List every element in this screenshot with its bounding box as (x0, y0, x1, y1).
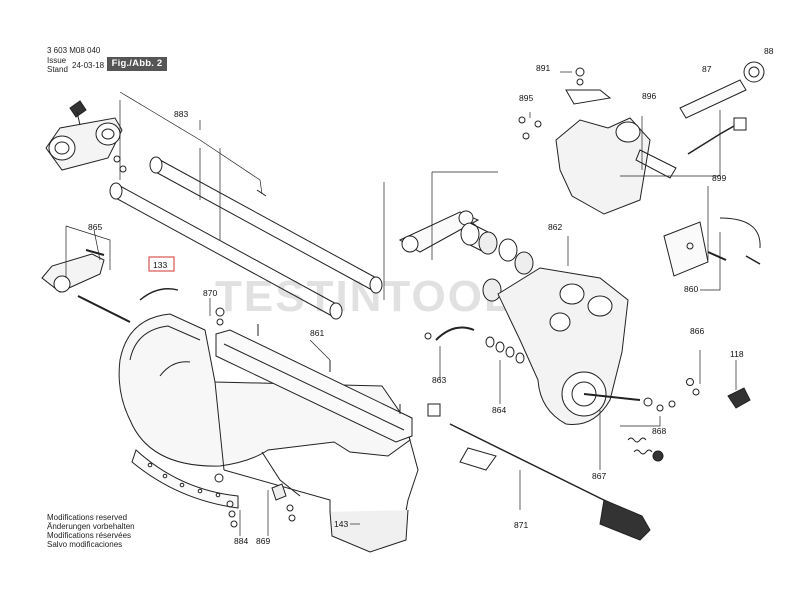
part-number-884: 884 (234, 536, 248, 546)
part-number-870: 870 (203, 288, 217, 298)
cover-strip (139, 288, 179, 301)
part-number-869: 869 (256, 536, 270, 546)
part-number-860: 860 (684, 284, 698, 294)
part-number-133: 133 (153, 260, 167, 270)
footer-line-fr: Modifications réservées (47, 531, 132, 540)
switch-plate (663, 217, 761, 277)
bearing-roller (460, 222, 498, 255)
part-number-883: 883 (174, 109, 188, 119)
slide-carriage (497, 267, 641, 425)
washer (215, 307, 225, 317)
screw-set (686, 378, 700, 396)
highlight-box (148, 256, 175, 272)
bevel-scale (131, 449, 239, 509)
lock-pin (643, 397, 676, 412)
part-number-891: 891 (536, 63, 550, 73)
document-number: 3 603 M08 040 (47, 46, 101, 55)
washer (119, 165, 127, 173)
footer-line-es: Salvo modificaciones (47, 540, 123, 549)
issue-label: Issue (47, 56, 67, 65)
bearing-roller (498, 238, 534, 275)
knob-screw (687, 117, 747, 155)
lever-clamp (41, 249, 131, 323)
washer-stack (485, 336, 525, 364)
part-number-118: 118 (730, 349, 744, 359)
base-housing (118, 313, 419, 553)
part-number-861: 861 (310, 328, 324, 338)
clip-set (271, 483, 296, 522)
slide-rail (215, 324, 413, 443)
part-number-896: 896 (642, 91, 656, 101)
spring-set (627, 437, 664, 462)
knob (214, 473, 224, 483)
screw-set (226, 500, 238, 528)
screw (256, 189, 267, 197)
part-number-87: 87 (702, 64, 712, 74)
issue-date: 24-03-18 (72, 61, 105, 70)
footer-line-en: Modifications reserved (47, 513, 128, 522)
angle-bracket (424, 326, 475, 341)
stand-label: Stand (47, 65, 68, 74)
part-number-868: 868 (652, 426, 666, 436)
adjustment-shaft (427, 403, 651, 541)
bearing-roller (482, 278, 502, 302)
handle-tube (679, 61, 765, 119)
part-number-865: 865 (88, 222, 102, 232)
part-number-895: 895 (519, 93, 533, 103)
washer (216, 318, 224, 326)
part-number-867: 867 (592, 471, 606, 481)
footer-notes: Modifications reserved Änderungen vorbeh… (47, 513, 135, 549)
clamp-bracket (45, 100, 123, 171)
part-number-143: 143 (334, 519, 348, 529)
guide-rail (149, 156, 383, 294)
part-number-864: 864 (492, 405, 506, 415)
footer-line-de: Änderungen vorbehalten (47, 522, 135, 531)
part-number-899: 899 (712, 173, 726, 183)
pivot-bracket (555, 67, 677, 215)
carriage-bracket (398, 210, 480, 253)
guide-rail (109, 182, 343, 320)
washer (113, 155, 121, 163)
part-number-88: 88 (764, 46, 774, 56)
part-number-871: 871 (514, 520, 528, 530)
figure-label: Fig./Abb. 2 (107, 57, 167, 71)
part-number-866: 866 (690, 326, 704, 336)
part-number-862: 862 (548, 222, 562, 232)
lock-knob (727, 387, 751, 409)
screw-set (518, 116, 542, 140)
leader-lines (93, 71, 737, 536)
part-number-863: 863 (432, 375, 446, 385)
